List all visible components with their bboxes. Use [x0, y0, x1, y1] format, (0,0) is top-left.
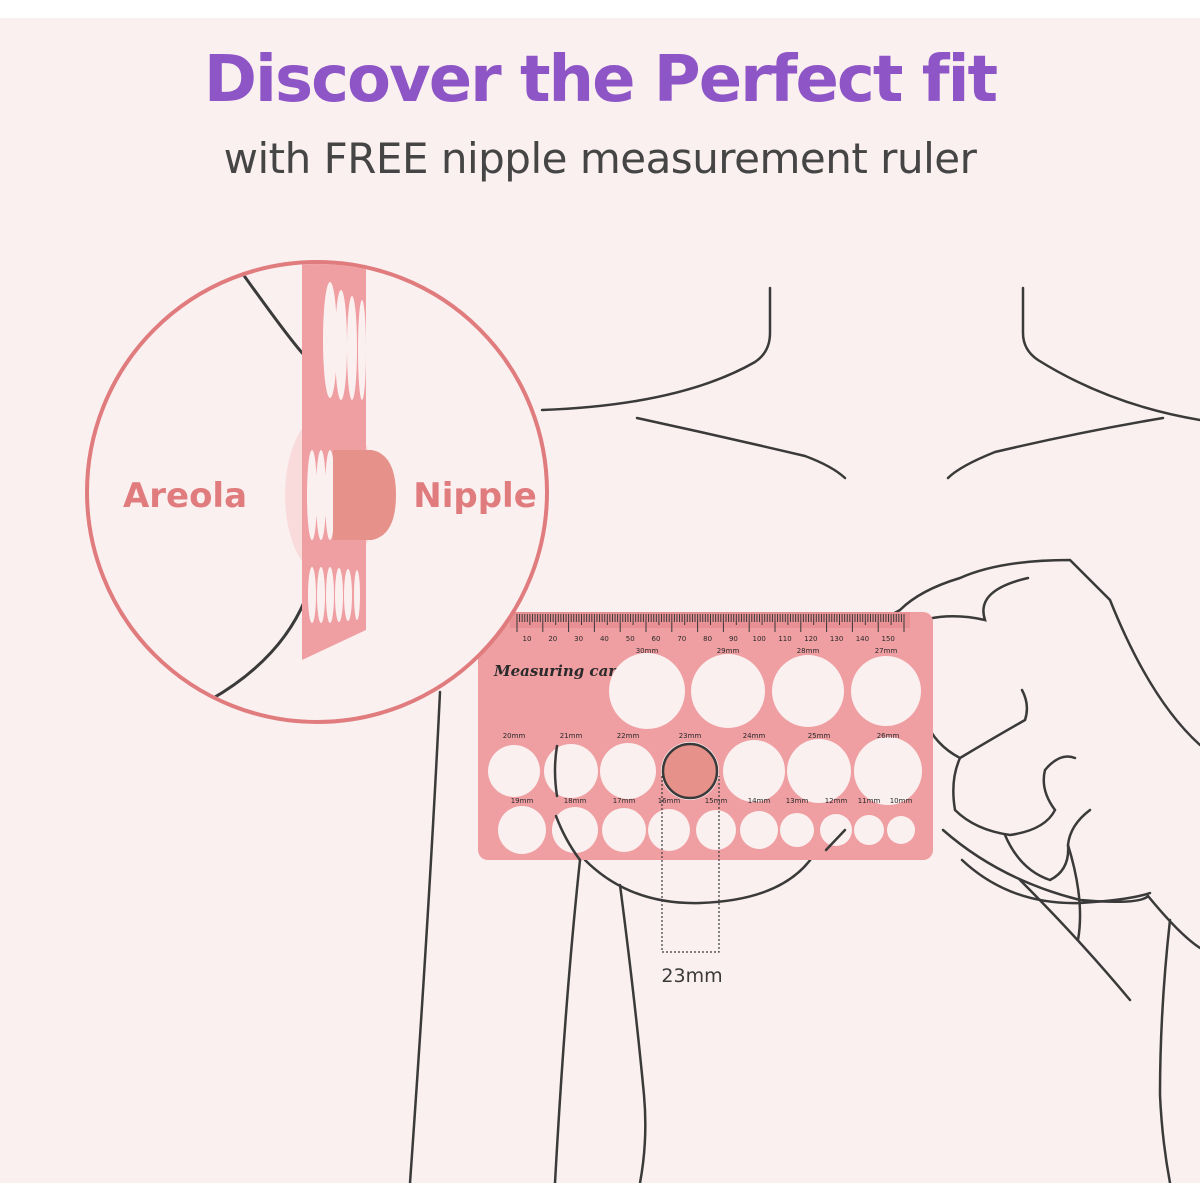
hand-back — [898, 558, 1200, 747]
measuring-card: 10 20 30 40 50 60 70 80 90 100 110 120 130 140 150 Mea… — [478, 612, 933, 860]
size-hole-12mm — [820, 814, 852, 846]
ruler-tick-label: 120 — [804, 635, 817, 643]
size-hole-21mm — [544, 744, 598, 798]
size-label: 12mm — [825, 797, 848, 805]
side-view-holes — [307, 282, 366, 623]
card-title: Measuring card — [493, 662, 627, 680]
overlap-line-12mm — [824, 828, 847, 852]
size-label: 15mm — [705, 797, 728, 805]
size-label: 20mm — [503, 732, 526, 740]
size-hole-15mm — [696, 810, 736, 850]
size-hole-14mm — [740, 811, 778, 849]
overlap-line-18mm — [554, 814, 582, 862]
right-arm-edge — [1146, 894, 1200, 950]
ruler-tick-label: 50 — [626, 635, 635, 643]
body-illustration: 10 20 30 40 50 60 70 80 90 100 110 120 130 140 150 Mea… — [85, 260, 1200, 1183]
overlap-line-21mm — [553, 744, 559, 798]
areola-label: Areola — [123, 476, 247, 516]
size-hole-11mm — [854, 815, 884, 845]
illustration-canvas: 10 20 30 40 50 60 70 80 90 100 110 120 130 140 150 Mea… — [0, 18, 1200, 1183]
ruler-tick-label: 70 — [677, 635, 686, 643]
ring-finger — [1003, 808, 1092, 882]
left-breast-curve — [583, 846, 820, 905]
size-hole-28mm — [772, 655, 844, 727]
size-label: 21mm — [560, 732, 583, 740]
ruler-tick-label: 40 — [600, 635, 609, 643]
ruler-tick-label: 30 — [574, 635, 583, 643]
left-arm-outer — [408, 690, 442, 1183]
size-hole-16mm — [648, 809, 690, 851]
ruler-tick-label: 60 — [652, 635, 661, 643]
ruler-tick-label: 20 — [548, 635, 557, 643]
size-label: 19mm — [511, 797, 534, 805]
size-hole-26mm — [854, 737, 922, 805]
size-label: 13mm — [786, 797, 809, 805]
size-label: 16mm — [658, 797, 681, 805]
ruler-tick-label: 130 — [830, 635, 843, 643]
size-label: 11mm — [858, 797, 881, 805]
size-label: 28mm — [797, 647, 820, 655]
index-finger — [923, 638, 1029, 760]
size-label: 26mm — [877, 732, 900, 740]
ruler-tick-label: 90 — [729, 635, 738, 643]
size-label: 17mm — [613, 797, 636, 805]
size-hole-25mm — [787, 739, 851, 803]
right-breast-curve — [960, 858, 1152, 905]
size-label: 27mm — [875, 647, 898, 655]
ruler-tick-label: 140 — [856, 635, 869, 643]
size-hole-18mm — [552, 807, 598, 853]
wrist-line — [941, 828, 1150, 904]
size-hole-19mm — [498, 806, 546, 854]
callout-breast-line-top — [238, 269, 306, 357]
measurement-result: 23mm — [661, 965, 722, 987]
overlap-lines — [553, 744, 847, 862]
size-hole-24mm — [723, 740, 785, 802]
ruler-labels: 10 20 30 40 50 60 70 80 90 100 110 120 130 140 150 — [523, 635, 895, 643]
page-title: Discover the Perfect fit — [203, 43, 998, 117]
callout-breast-line-bottom — [209, 599, 307, 702]
torso-right — [1158, 918, 1172, 1183]
nipple-shape — [333, 450, 396, 540]
zoom-callout: Areola Nipple — [85, 260, 549, 724]
size-label: 14mm — [748, 797, 771, 805]
size-label: 25mm — [808, 732, 831, 740]
size-label: 23mm — [679, 732, 702, 740]
size-label: 10mm — [890, 797, 913, 805]
size-label: 30mm — [636, 647, 659, 655]
size-hole-20mm — [488, 745, 540, 797]
left-shoulder-line — [540, 286, 772, 412]
right-shoulder-line — [1021, 286, 1200, 422]
left-arm-inner — [553, 858, 582, 1183]
ruler-tick-label: 100 — [753, 635, 766, 643]
page-subtitle: with FREE nipple measurement ruler — [223, 134, 977, 183]
size-hole-13mm — [780, 813, 814, 847]
left-collarbone — [635, 416, 847, 480]
size-hole-29mm — [691, 654, 765, 728]
card-holes: 30mm 29mm 28mm 27mm 20mm 21mm 22mm 23mm 24mm 25mm… — [488, 647, 922, 854]
ruler-minor-ticks — [516, 614, 905, 632]
size-hole-10mm — [887, 816, 915, 844]
selected-nipple-circle — [661, 742, 719, 800]
size-hole-17mm — [602, 808, 646, 852]
size-hole-27mm — [851, 656, 921, 726]
middle-finger — [952, 755, 1077, 837]
ruler-tick-label: 10 — [523, 635, 532, 643]
ruler-tick-label: 80 — [703, 635, 712, 643]
ruler-tick-label: 150 — [882, 635, 895, 643]
size-label: 22mm — [617, 732, 640, 740]
right-collarbone — [946, 416, 1165, 480]
size-label: 18mm — [564, 797, 587, 805]
size-hole-30mm — [609, 653, 685, 729]
size-label: 29mm — [717, 647, 740, 655]
finger-gap — [1066, 843, 1082, 942]
torso-left — [618, 883, 647, 1183]
dotted-projection — [661, 776, 720, 953]
size-label: 24mm — [743, 732, 766, 740]
size-hole-22mm — [600, 743, 656, 799]
ruler-tick-label: 110 — [778, 635, 791, 643]
nipple-label: Nipple — [413, 476, 537, 516]
